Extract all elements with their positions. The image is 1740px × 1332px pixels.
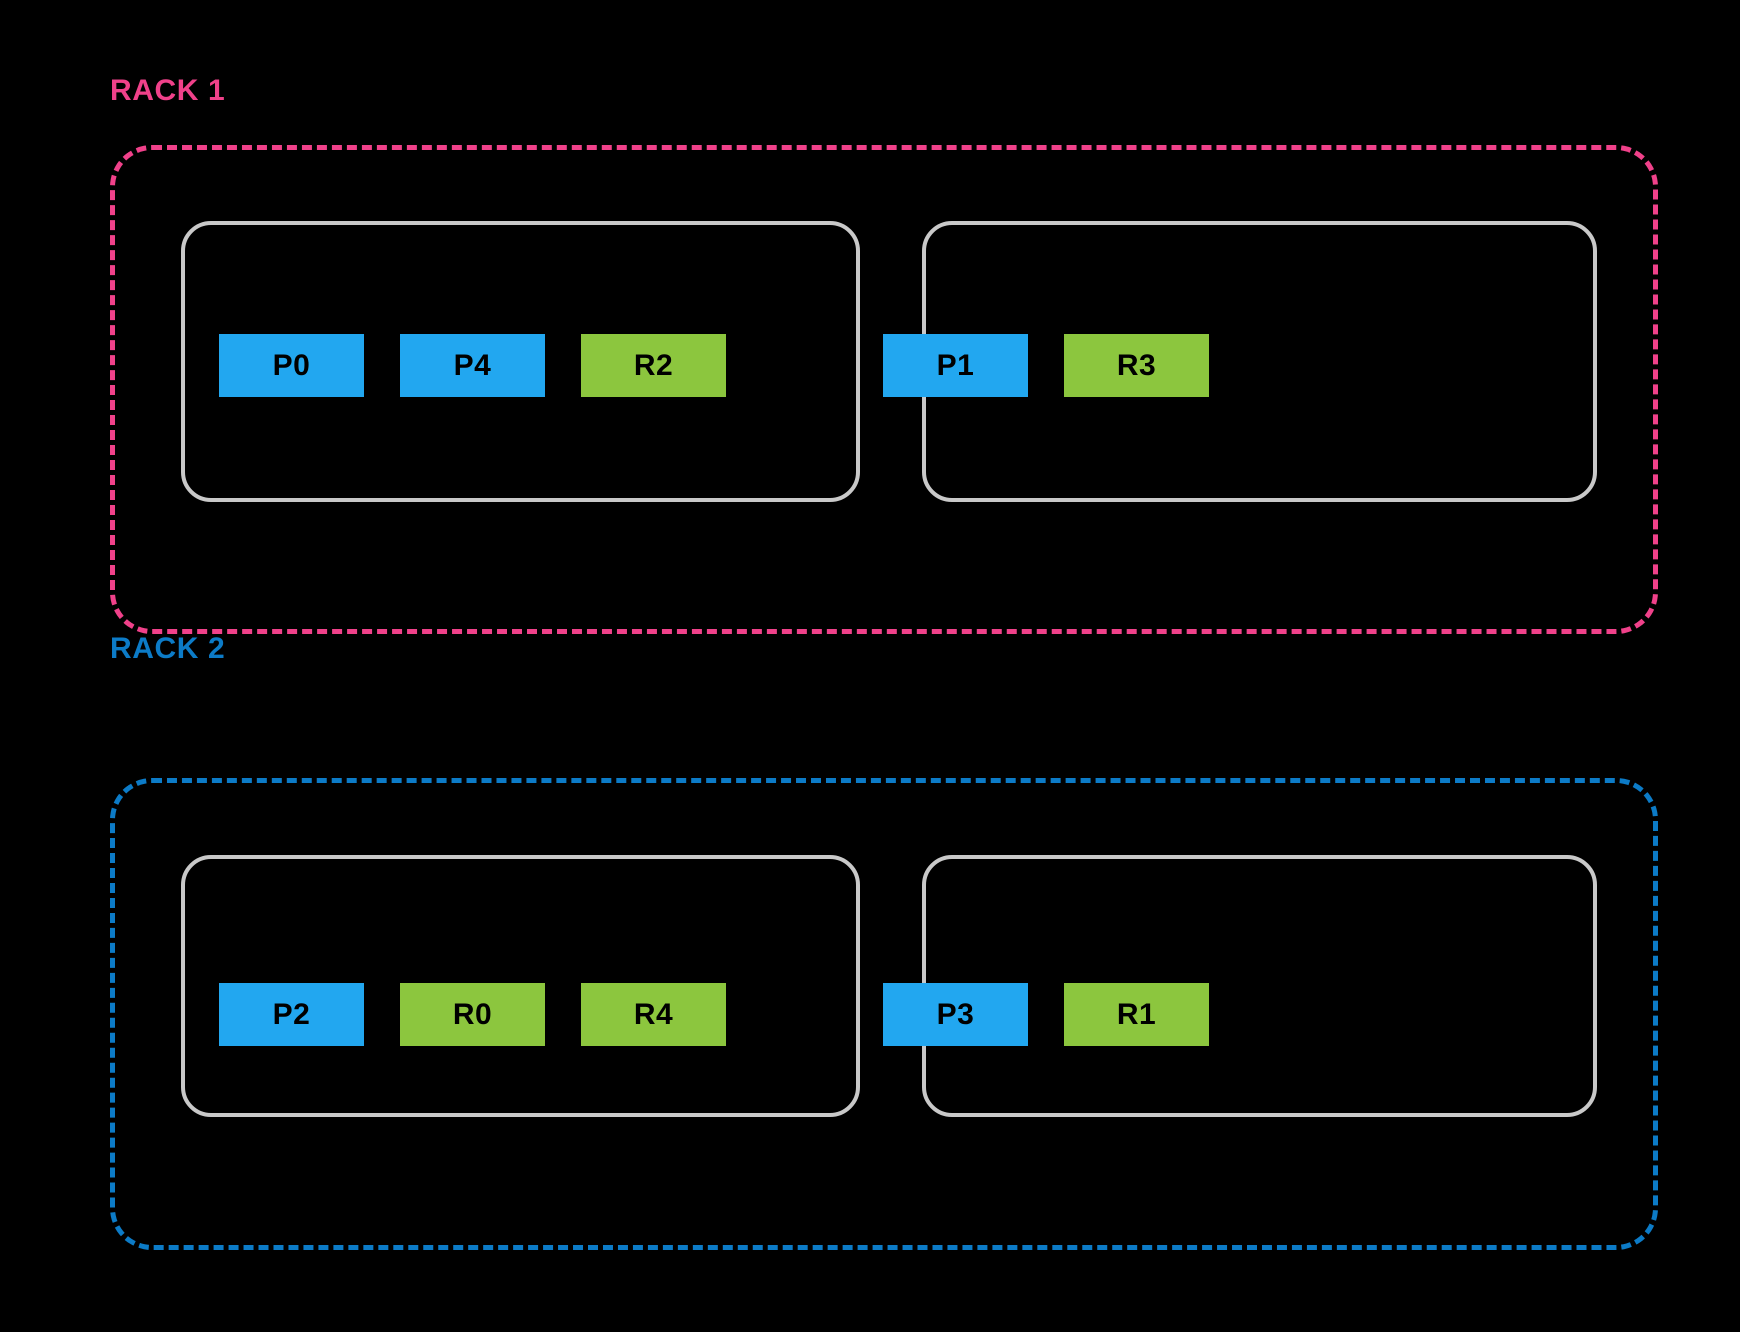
partition-chip[interactable]: R0 (400, 983, 545, 1046)
chip-row-1-2: P1 R3 (883, 334, 1209, 397)
broker-box-1-1 (181, 221, 860, 502)
partition-chip[interactable]: R4 (581, 983, 726, 1046)
rack-label-1: RACK 1 (110, 74, 226, 107)
partition-chip[interactable]: P4 (400, 334, 545, 397)
broker-box-2-1 (181, 855, 860, 1117)
rack-label-2: RACK 2 (110, 632, 226, 665)
partition-chip[interactable]: P2 (219, 983, 364, 1046)
partition-chip[interactable]: R3 (1064, 334, 1209, 397)
partition-chip[interactable]: R1 (1064, 983, 1209, 1046)
chip-row-2-1: P2 R0 R4 (219, 983, 726, 1046)
partition-chip[interactable]: P3 (883, 983, 1028, 1046)
partition-chip[interactable]: P0 (219, 334, 364, 397)
chip-row-1-1: P0 P4 R2 (219, 334, 726, 397)
partition-chip[interactable]: P1 (883, 334, 1028, 397)
rack-boundary-2 (110, 778, 1658, 1250)
chip-row-2-2: P3 R1 (883, 983, 1209, 1046)
rack-boundary-1 (110, 145, 1658, 634)
partition-chip[interactable]: R2 (581, 334, 726, 397)
